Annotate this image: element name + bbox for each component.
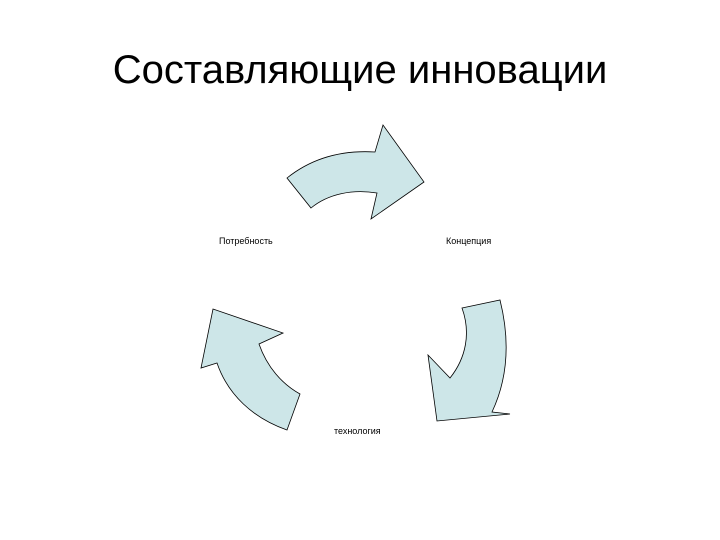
arrow-need-to-concept: [286, 124, 425, 220]
slide-title: Составляющие инновации: [112, 48, 608, 92]
node-label-technology: технология: [334, 426, 381, 436]
arrow-concept-to-tech: [427, 299, 511, 422]
node-label-need: Потребность: [219, 236, 273, 246]
node-label-concept: Концепция: [446, 236, 492, 246]
arrow-tech-to-need: [200, 308, 301, 431]
